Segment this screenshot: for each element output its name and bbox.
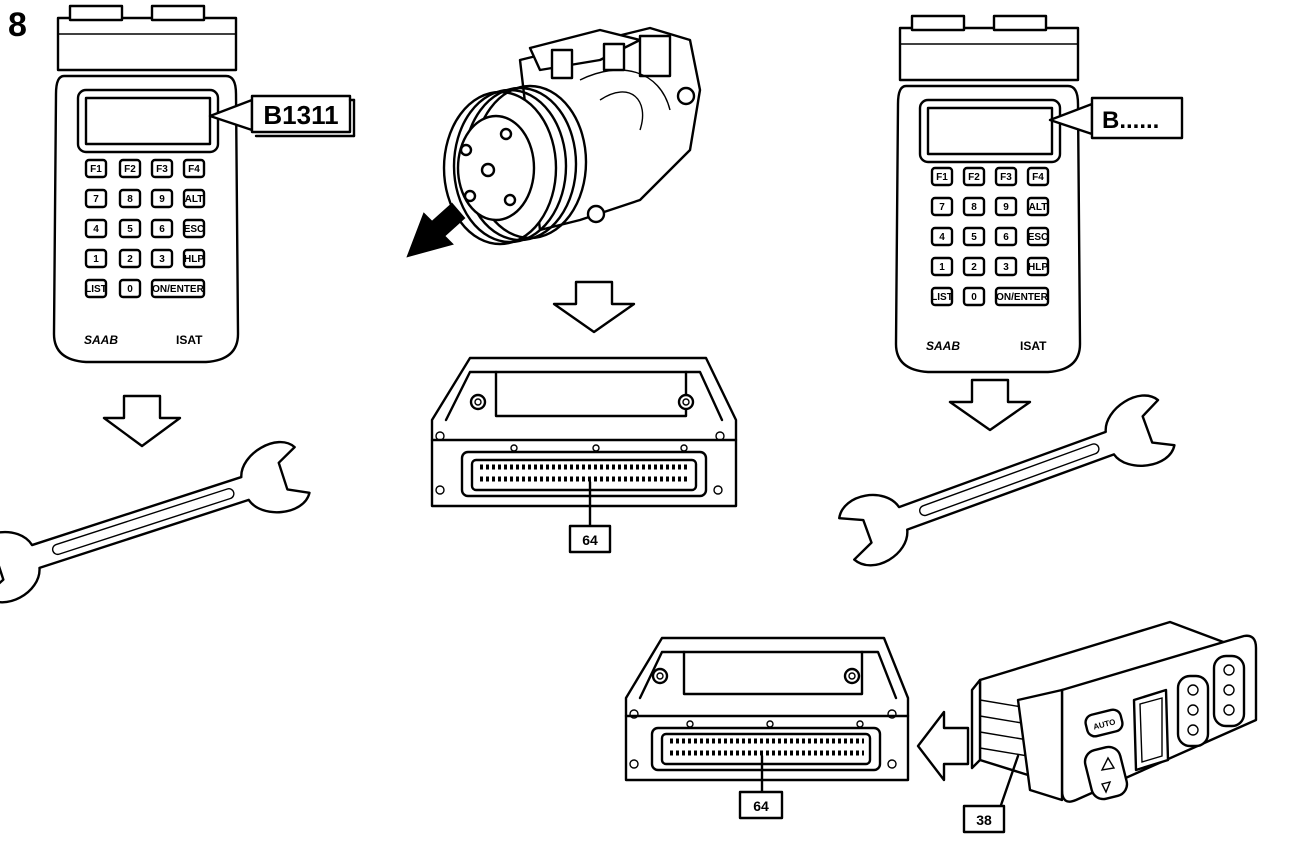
svg-text:2: 2 [127, 254, 133, 265]
svg-text:LIST: LIST [85, 284, 107, 295]
tester-left-brand: SAAB [84, 333, 118, 347]
control-module-top-label: 64 [568, 524, 612, 554]
arrow-left [916, 710, 970, 782]
svg-text:ESC: ESC [184, 224, 205, 235]
arrow-down-left [102, 394, 182, 448]
svg-text:3: 3 [159, 254, 165, 265]
wrench-left-icon [0, 440, 311, 604]
tester-right-display-code: B...... [1102, 107, 1159, 134]
svg-text:LIST: LIST [931, 292, 953, 303]
svg-text:8: 8 [971, 202, 977, 213]
svg-text:64: 64 [753, 798, 769, 814]
climate-panel-label: 38 [962, 804, 1006, 834]
svg-text:ON/ENTER: ON/ENTER [152, 284, 204, 295]
svg-text:7: 7 [939, 202, 945, 213]
arrow-down-center [552, 280, 636, 334]
tester-left-keypad: F1 F2 F3 F4 7 8 9 ALT 4 5 6 ESC 1 2 3 HL… [84, 158, 206, 299]
control-module-bottom [624, 636, 910, 796]
svg-text:3: 3 [1003, 262, 1009, 273]
svg-text:4: 4 [939, 232, 945, 243]
svg-text:2: 2 [971, 262, 977, 273]
svg-text:ESC: ESC [1028, 232, 1049, 243]
tester-right-model: ISAT [1020, 339, 1047, 353]
svg-text:8: 8 [127, 194, 133, 205]
diagnostic-tester-right: F1 F2 F3 F4 7 8 9 ALT 4 5 6 ESC 1 2 3 HL… [894, 14, 1082, 374]
svg-text:5: 5 [127, 224, 133, 235]
climate-control-panel: AUTO [970, 620, 1258, 810]
svg-text:F3: F3 [1000, 172, 1012, 183]
tester-left-display-code: B1311 [263, 100, 338, 130]
tester-left-display-callout: B1311 [208, 94, 356, 138]
arrow-down-right [948, 378, 1032, 432]
svg-text:1: 1 [93, 254, 99, 265]
arrow-pointer-compressor-icon [406, 202, 466, 258]
svg-text:64: 64 [582, 532, 598, 548]
svg-text:0: 0 [971, 292, 977, 303]
wrench-right-icon [838, 394, 1176, 567]
svg-text:9: 9 [1003, 202, 1009, 213]
svg-text:7: 7 [93, 194, 99, 205]
tester-right-display-callout: B...... [1048, 96, 1184, 140]
svg-text:F4: F4 [1032, 172, 1044, 183]
svg-text:6: 6 [159, 224, 165, 235]
svg-text:5: 5 [971, 232, 977, 243]
svg-text:F1: F1 [936, 172, 948, 183]
svg-text:1: 1 [939, 262, 945, 273]
tester-left-model: ISAT [176, 333, 203, 347]
svg-text:HLP: HLP [1028, 262, 1048, 273]
svg-text:F4: F4 [188, 164, 200, 175]
svg-text:6: 6 [1003, 232, 1009, 243]
control-module-top [430, 356, 738, 530]
tester-right-brand: SAAB [926, 339, 960, 353]
svg-text:F1: F1 [90, 164, 102, 175]
svg-text:F3: F3 [156, 164, 168, 175]
svg-text:38: 38 [976, 812, 992, 828]
svg-text:F2: F2 [124, 164, 136, 175]
diagnostic-tester-left: F1 F2 F3 F4 7 8 9 ALT 4 5 6 ESC 1 2 3 HL… [52, 4, 240, 364]
svg-text:F2: F2 [968, 172, 980, 183]
svg-text:ALT: ALT [185, 194, 204, 205]
svg-text:9: 9 [159, 194, 165, 205]
svg-text:4: 4 [93, 224, 99, 235]
svg-text:HLP: HLP [184, 254, 204, 265]
svg-text:ALT: ALT [1029, 202, 1048, 213]
svg-text:0: 0 [127, 284, 133, 295]
step-number: 8 [8, 6, 27, 44]
svg-text:ON/ENTER: ON/ENTER [996, 292, 1048, 303]
ac-compressor [442, 26, 702, 246]
tester-right-keypad: F1 F2 F3 F4 7 8 9 ALT 4 5 6 ESC 1 2 3 HL… [930, 166, 1050, 307]
control-module-bottom-label: 64 [738, 790, 784, 820]
